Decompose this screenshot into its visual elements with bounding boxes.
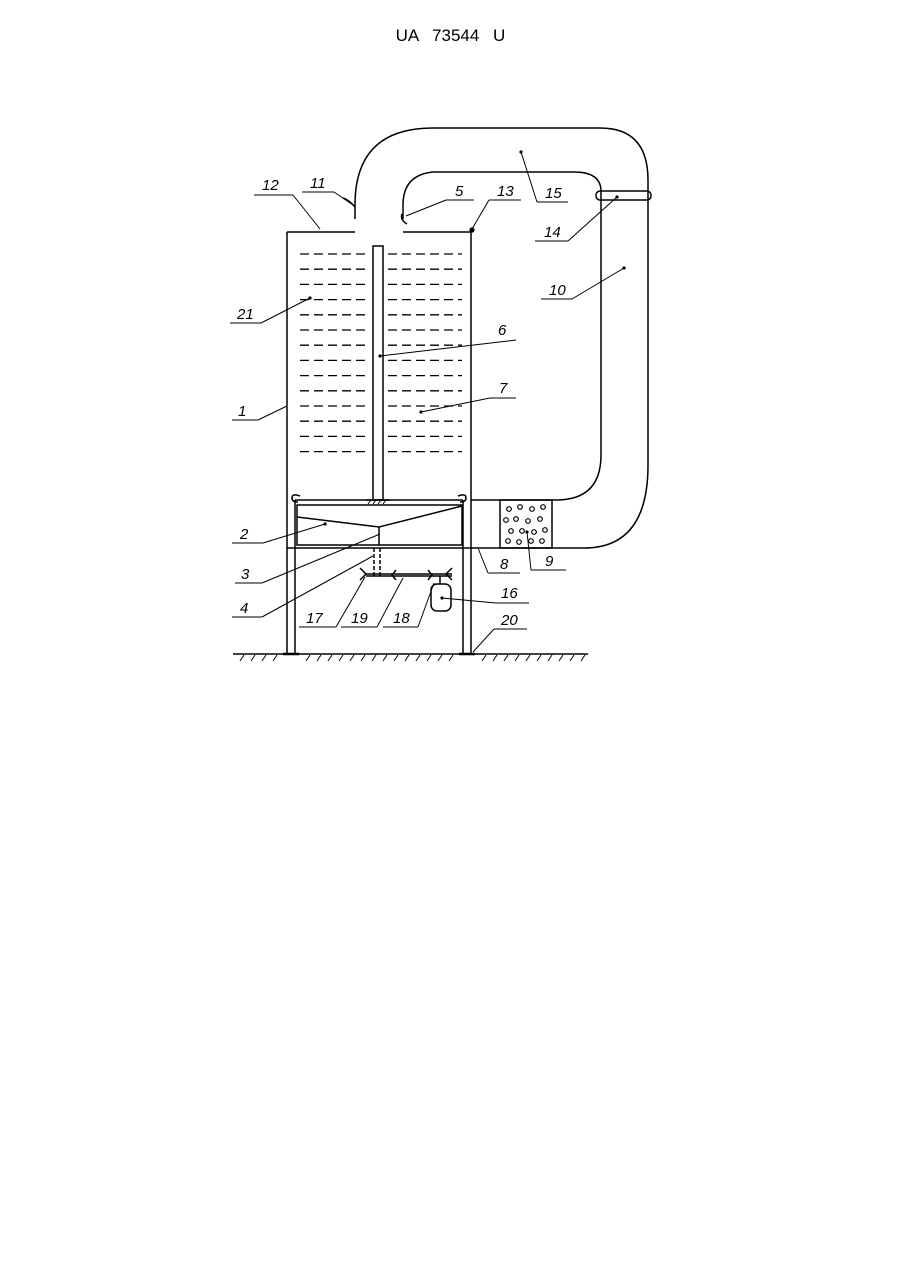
label-10: 10 xyxy=(549,282,566,299)
leader-dots xyxy=(308,150,625,599)
label-12: 12 xyxy=(262,177,279,194)
product-shelves xyxy=(300,254,462,452)
label-16: 16 xyxy=(501,585,518,602)
label-8: 8 xyxy=(500,556,509,573)
drive-assembly xyxy=(360,548,452,611)
label-14: 14 xyxy=(544,224,561,241)
central-column xyxy=(366,246,390,504)
label-15: 15 xyxy=(545,185,562,202)
label-7: 7 xyxy=(499,380,508,397)
label-1: 1 xyxy=(238,403,246,420)
callout-labels: 12 11 5 13 15 14 10 21 6 7 1 2 3 4 8 9 1… xyxy=(236,175,566,629)
filter-block xyxy=(500,500,552,548)
label-3: 3 xyxy=(241,566,250,583)
label-4: 4 xyxy=(240,600,248,617)
label-21: 21 xyxy=(236,306,254,323)
support-legs xyxy=(283,548,475,654)
label-18: 18 xyxy=(393,610,410,627)
label-11: 11 xyxy=(310,175,326,192)
label-17: 17 xyxy=(306,610,323,627)
label-19: 19 xyxy=(351,610,368,627)
leader-lines xyxy=(230,152,624,652)
label-6: 6 xyxy=(498,322,507,339)
label-2: 2 xyxy=(239,526,249,543)
label-20: 20 xyxy=(500,612,518,629)
label-5: 5 xyxy=(455,183,464,200)
label-13: 13 xyxy=(497,183,514,200)
label-9: 9 xyxy=(545,553,554,570)
